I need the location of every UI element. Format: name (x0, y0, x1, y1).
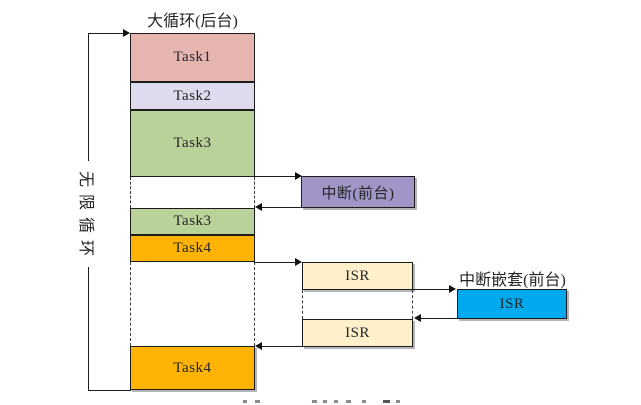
caption-fragment (396, 400, 400, 403)
caption-fragment (323, 400, 327, 403)
isr-return-arrowhead-icon (255, 342, 262, 350)
isr2-box: ISR (302, 319, 413, 347)
caption-fragment (383, 400, 390, 403)
task4-box: Task4 (130, 235, 255, 262)
loop-top-arrowhead-icon (123, 29, 130, 37)
gap2-left-dashed-line (130, 262, 131, 346)
interrupt-label: 中断(前台) (321, 185, 395, 202)
caption-fragment (362, 400, 366, 403)
task4-label: Task4 (173, 240, 212, 256)
nested-isr-label: ISR (499, 295, 525, 312)
task4-resumed-label: Task4 (173, 359, 212, 376)
isr-call-arrowhead-icon (295, 258, 302, 266)
task3-resumed-box: Task3 (130, 208, 255, 235)
caption-fragment (243, 400, 247, 403)
isr-gap-left-dashed-line (302, 290, 303, 319)
infinite-loop-label: 无限循环 (73, 160, 103, 268)
gap1-left-dashed-line (130, 177, 131, 208)
isr-call-line (255, 262, 296, 263)
background-loop-title: 大循环(后台) (147, 13, 238, 30)
loop-bottom-line (88, 390, 131, 391)
nested-isr-box: ISR (457, 289, 567, 319)
gap2-right-dashed-line (254, 262, 255, 346)
nested-return-arrowhead-icon (414, 314, 421, 322)
nested-interrupt-title: 中断嵌套(前台) (459, 272, 566, 289)
task4-resumed-box: Task4 (130, 346, 255, 390)
interrupt-return-line (262, 207, 302, 208)
gap1-right-dashed-line (254, 177, 255, 208)
caption-fragment (334, 400, 338, 403)
interrupt-call-arrowhead-icon (295, 172, 302, 180)
task1-label: Task1 (173, 49, 212, 65)
task1-box: Task1 (130, 33, 255, 82)
task3-label: Task3 (173, 135, 212, 151)
isr-gap-right-dashed-line (412, 290, 413, 319)
nested-call-line (413, 289, 450, 290)
interrupt-call-line (255, 176, 296, 177)
caption-fragment (346, 400, 351, 403)
loop-top-line (88, 33, 124, 34)
nested-return-line (421, 318, 457, 319)
task2-box: Task2 (130, 82, 255, 110)
task2-label: Task2 (173, 87, 212, 104)
nested-call-arrowhead-icon (449, 285, 456, 293)
interrupt-box: 中断(前台) (301, 176, 415, 208)
task3-resumed-label: Task3 (173, 213, 212, 229)
isr1-label: ISR (345, 267, 370, 284)
interrupt-return-arrowhead-icon (255, 203, 262, 211)
task3-box: Task3 (130, 110, 255, 177)
isr-return-line (262, 346, 302, 347)
caption-fragment (312, 400, 317, 403)
isr1-box: ISR (302, 262, 413, 290)
isr2-label: ISR (345, 324, 370, 341)
caption-fragment (255, 400, 260, 403)
